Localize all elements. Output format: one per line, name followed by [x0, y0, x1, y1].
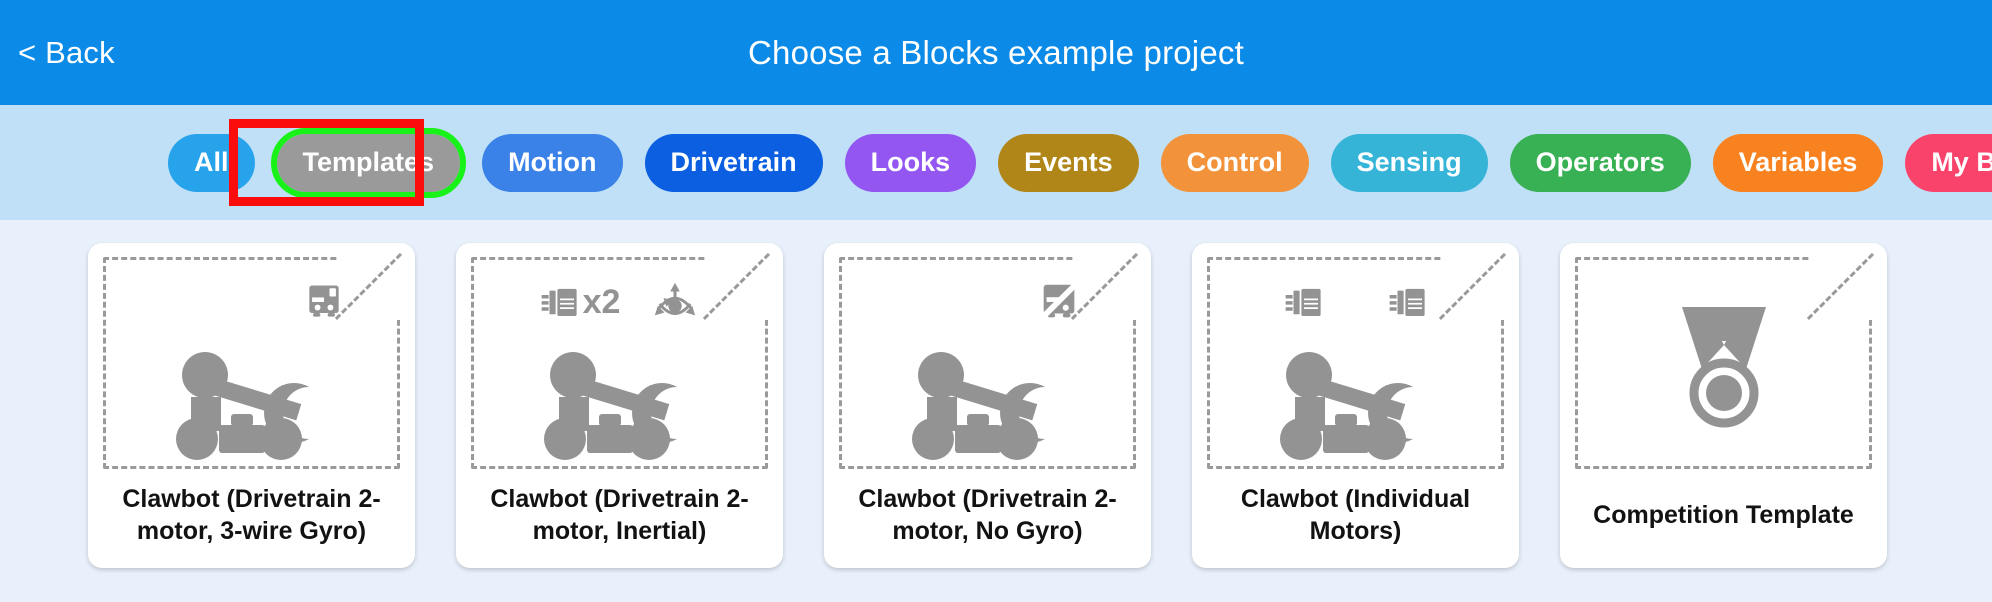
project-card-title: Clawbot (Individual Motors)	[1240, 484, 1471, 545]
filter-pill-label: Events	[1024, 147, 1113, 177]
project-card[interactable]: Clawbot (Drivetrain 2-motor, 3-wire Gyro…	[88, 243, 415, 568]
inertial-sensor-icon	[650, 279, 700, 325]
clawbot-robot-icon	[839, 343, 1136, 463]
filter-pill-label: Motion	[508, 147, 597, 177]
thumbnail-dashed-frame	[103, 257, 400, 469]
filter-pill-templates[interactable]: Templates	[270, 127, 467, 198]
filter-pill-operators[interactable]: Operators	[1509, 133, 1691, 192]
filter-pill-my-blocks[interactable]: My Blocks	[1905, 133, 1992, 192]
filter-pill-label: Templates	[302, 147, 435, 177]
thumbnail-dashed-frame	[1207, 257, 1504, 469]
project-thumbnail	[1207, 254, 1507, 469]
filter-pill-looks[interactable]: Looks	[844, 133, 977, 192]
filter-pill-label: Looks	[870, 147, 951, 177]
filter-pill-label: Drivetrain	[670, 147, 797, 177]
medal-icon	[1575, 257, 1872, 469]
thumbnail-badge-icons: x2	[471, 271, 768, 333]
motor-count-label: x2	[582, 283, 621, 321]
filter-pill-sensing[interactable]: Sensing	[1330, 133, 1488, 192]
motor-icon	[1387, 282, 1429, 322]
thumbnail-badge-icons	[1207, 271, 1504, 333]
filter-pill-label: All	[194, 147, 229, 177]
project-card[interactable]: Clawbot (Drivetrain 2-motor, No Gyro)	[824, 243, 1151, 568]
clawbot-robot-icon	[471, 343, 768, 463]
filter-pill-drivetrain[interactable]: Drivetrain	[644, 133, 823, 192]
project-card-title: Competition Template	[1593, 500, 1854, 529]
filter-pill-variables[interactable]: Variables	[1712, 133, 1884, 192]
no-gyro-sensor-icon	[1036, 279, 1082, 325]
project-card[interactable]: Clawbot (Individual Motors)	[1192, 243, 1519, 568]
thumbnail-dashed-frame	[471, 257, 768, 469]
folded-corner	[337, 254, 403, 320]
project-card-title: Clawbot (Drivetrain 2-motor, 3-wire Gyro…	[122, 484, 381, 545]
motor-icon	[539, 282, 581, 322]
gyro-sensor-icon	[302, 280, 346, 324]
clawbot-robot-icon	[103, 343, 400, 463]
filter-pill-events[interactable]: Events	[998, 133, 1139, 192]
filter-pill-motion[interactable]: Motion	[482, 133, 623, 192]
filter-pill-label: Operators	[1535, 147, 1665, 177]
filter-pill-label: Sensing	[1356, 147, 1462, 177]
project-card-title: Clawbot (Drivetrain 2-motor, No Gyro)	[858, 484, 1117, 545]
motor-icon-group: x2	[539, 282, 621, 322]
thumbnail-dashed-frame	[839, 257, 1136, 469]
thumbnail-dashed-frame	[1575, 257, 1872, 469]
filter-pill-control[interactable]: Control	[1160, 133, 1309, 192]
example-project-grid: Clawbot (Drivetrain 2-motor, 3-wire Gyro…	[0, 220, 1992, 602]
filter-pill-label: Variables	[1738, 147, 1858, 177]
folded-corner	[1809, 254, 1875, 320]
motor-icon	[1283, 282, 1325, 322]
thumbnail-badge-icons	[103, 271, 400, 333]
clawbot-robot-icon	[1207, 343, 1504, 463]
app-header: < Back Choose a Blocks example project	[0, 0, 1992, 105]
project-card-title: Clawbot (Drivetrain 2-motor, Inertial)	[490, 484, 749, 545]
folded-corner	[705, 254, 771, 320]
project-card[interactable]: Competition Template	[1560, 243, 1887, 568]
project-thumbnail	[839, 254, 1139, 469]
filter-pill-label: Control	[1186, 147, 1283, 177]
filter-pill-all[interactable]: All	[168, 133, 255, 192]
project-thumbnail: x2	[471, 254, 771, 469]
filter-pill-label: My Blocks	[1931, 147, 1992, 177]
project-thumbnail	[103, 254, 403, 469]
page-title: Choose a Blocks example project	[748, 33, 1244, 71]
back-button[interactable]: < Back	[18, 34, 115, 70]
folded-corner	[1073, 254, 1139, 320]
category-filter-bar: All Templates Motion Drivetrain Looks Ev…	[0, 105, 1992, 220]
folded-corner	[1441, 254, 1507, 320]
project-card[interactable]: x2	[456, 243, 783, 568]
project-thumbnail	[1575, 254, 1875, 469]
thumbnail-badge-icons	[839, 271, 1136, 333]
